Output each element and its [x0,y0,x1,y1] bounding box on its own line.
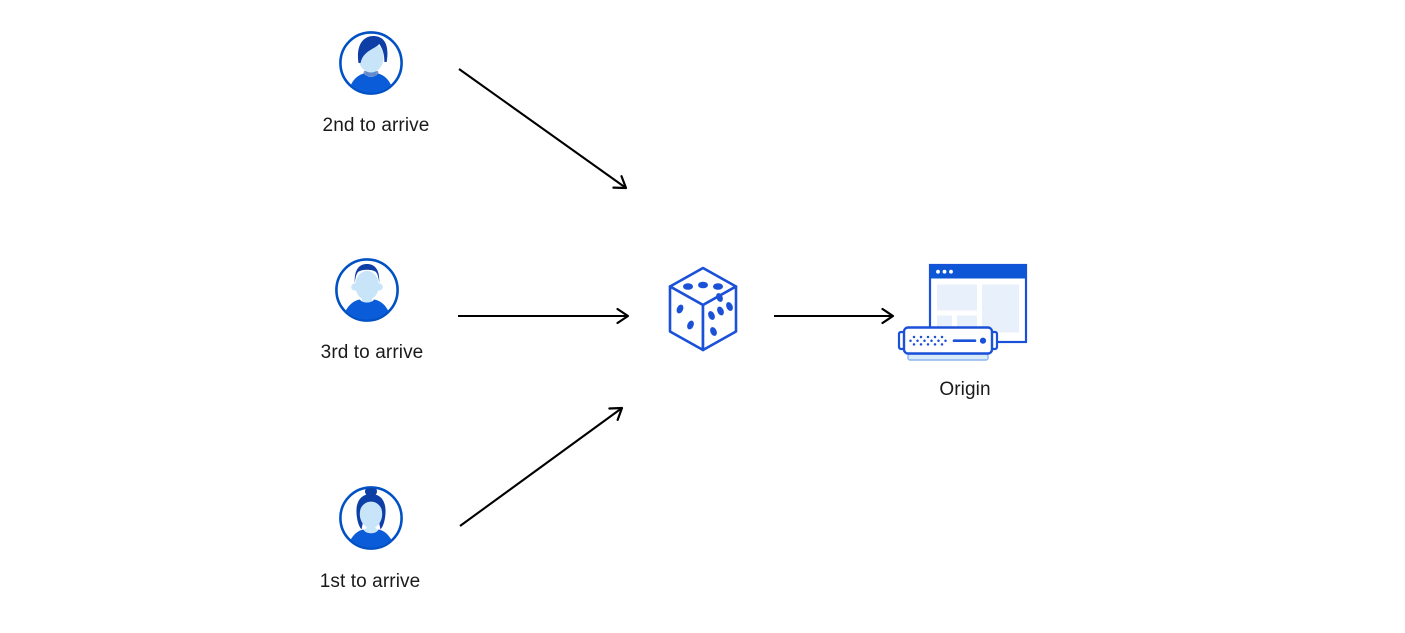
origin-label: Origin [939,379,991,400]
origin-server-browser-icon [897,263,1028,361]
server-icon [897,326,999,361]
client-middle-label: 3rd to arrive [320,342,424,363]
user-avatar-male-swept-hair-icon [339,31,403,95]
dice-icon [668,266,738,352]
server-dot-pattern [909,335,947,346]
user-avatar-male-short-hair-icon [335,258,399,322]
client-top-label: 2nd to arrive [322,115,430,136]
dice-pips [676,281,733,336]
edge-client-top-to-selector [458,68,628,190]
client-bottom-label: 1st to arrive [319,571,421,592]
edge-client-bottom-to-selector [459,406,624,527]
user-avatar-female-bun-icon [339,486,403,550]
